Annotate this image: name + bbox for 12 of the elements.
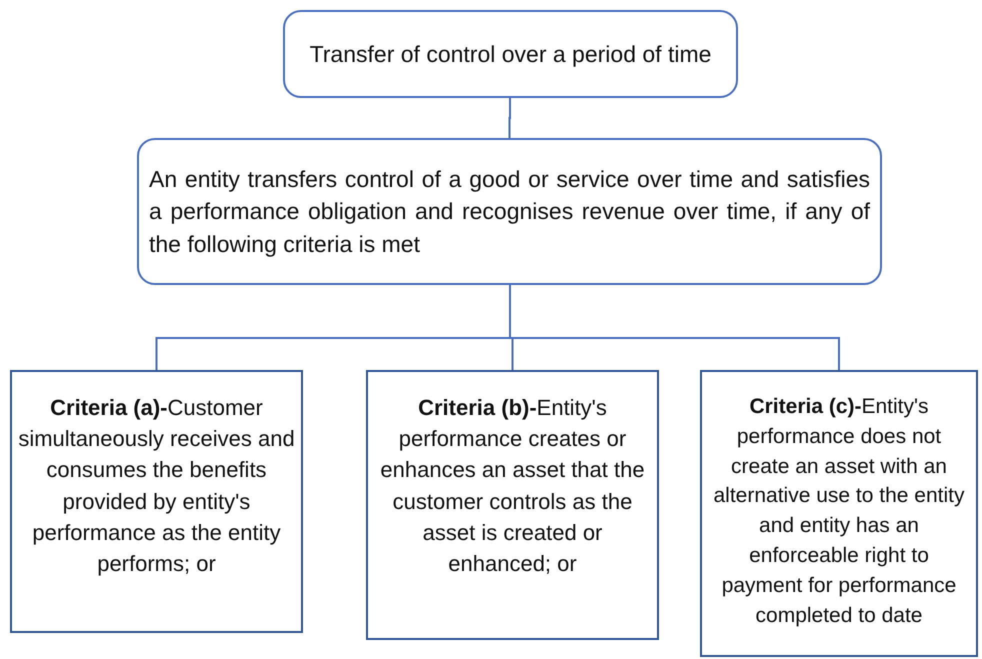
box-text: Criteria (c)-Entity's performance does not create an asset with an alternative use to the entity and entity has an enforceable right to payment for performance completed to date xyxy=(712,394,966,629)
box-text: An entity transfers control of a good or service over time and satisfies a performance obligation and recognises revenue over time, if any of the following criteria is met xyxy=(149,164,870,259)
box-text: Criteria (b)-Entity's performance creates or enhances an asset that the customer controls as the asset is created or enhanced; or xyxy=(379,394,646,578)
box-text: Transfer of control over a period of time xyxy=(310,40,712,69)
box-text: Criteria (a)-Customer simultaneously receives and consumes the benefits provided by entity's performance as the entity performs; or xyxy=(18,394,295,578)
rounded-box xyxy=(283,10,738,98)
criteria-box xyxy=(700,370,978,657)
connector-line xyxy=(509,285,840,370)
criteria-box xyxy=(366,370,659,640)
connector-line xyxy=(508,98,511,138)
rounded-box xyxy=(137,138,882,285)
criteria-box xyxy=(10,370,303,633)
